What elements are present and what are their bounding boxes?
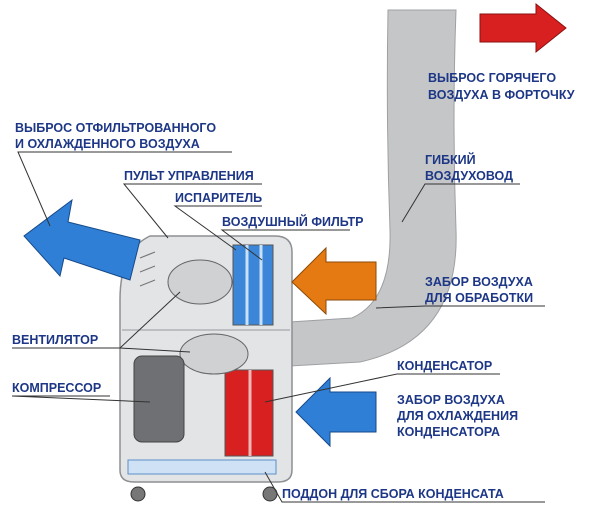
hot-air-out-arrow bbox=[479, 2, 567, 54]
lower-fan bbox=[179, 333, 249, 375]
label-hot-air-out-2: ВОЗДУХА В ФОРТОЧКУ bbox=[428, 88, 575, 102]
label-air-filter: ВОЗДУШНЫЙ ФИЛЬТР bbox=[222, 214, 364, 229]
condenser-intake-arrow bbox=[295, 376, 377, 448]
compressor-block bbox=[133, 355, 185, 443]
wheel-left bbox=[130, 486, 146, 502]
label-condenser-intake: ЗАБОР ВОЗДУХА bbox=[397, 393, 505, 407]
label-evaporator: ИСПАРИТЕЛЬ bbox=[175, 191, 262, 205]
label-intake: ЗАБОР ВОЗДУХА bbox=[425, 275, 533, 289]
label-intake-2: ДЛЯ ОБРАБОТКИ bbox=[425, 291, 533, 305]
condensate-tray bbox=[127, 459, 277, 475]
label-filtered-air-out-2: И ОХЛАЖДЕННОГО ВОЗДУХА bbox=[15, 137, 200, 151]
label-condenser-intake-3: КОНДЕНСАТОРА bbox=[397, 425, 500, 439]
air-filter-evaporator bbox=[232, 244, 274, 326]
cold-air-out-arrow bbox=[23, 198, 141, 281]
intake-air-arrow bbox=[291, 246, 377, 316]
label-condenser-intake-2: ДЛЯ ОХЛАЖДЕНИЯ bbox=[397, 409, 518, 423]
label-duct-2: ВОЗДУХОВОД bbox=[425, 169, 513, 183]
flexible-duct bbox=[289, 9, 457, 367]
label-filtered-air-out: ВЫБРОС ОТФИЛЬТРОВАННОГО bbox=[15, 121, 216, 135]
label-duct: ГИБКИЙ bbox=[425, 152, 476, 167]
label-hot-air-out: ВЫБРОС ГОРЯЧЕГО bbox=[428, 71, 556, 85]
upper-fan bbox=[167, 259, 233, 305]
leader-lines bbox=[11, 151, 545, 503]
control-panel-icon bbox=[139, 251, 156, 287]
label-fan: ВЕНТИЛЯТОР bbox=[12, 333, 98, 347]
label-tray: ПОДДОН ДЛЯ СБОРА КОНДЕНСАТА bbox=[282, 487, 504, 501]
label-compressor: КОМПРЕССОР bbox=[12, 381, 101, 395]
label-condenser: КОНДЕНСАТОР bbox=[397, 359, 492, 373]
label-control-panel: ПУЛЬТ УПРАВЛЕНИЯ bbox=[124, 169, 254, 183]
